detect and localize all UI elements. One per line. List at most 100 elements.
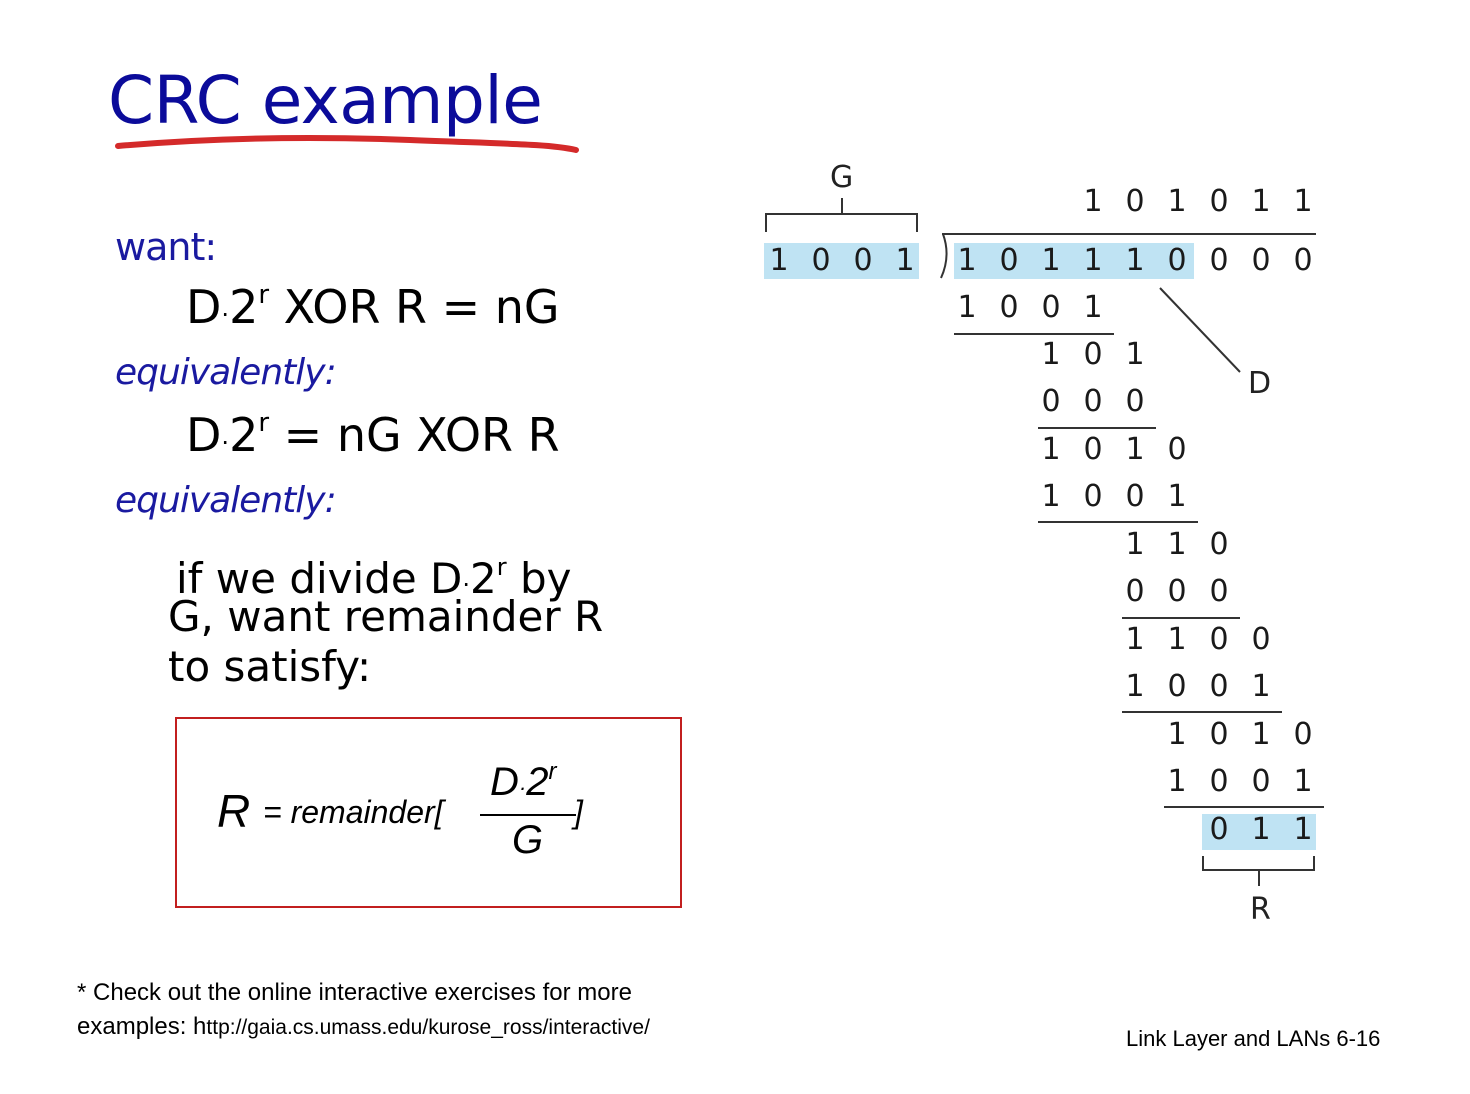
partial-digit: 0 [1209, 812, 1229, 847]
partial-digit: 1 [1167, 479, 1187, 514]
partial-digit: 1 [957, 290, 977, 325]
quotient-line [942, 233, 1316, 235]
equivalently-label-1: equivalently: [115, 352, 337, 393]
quotient-digit: 1 [1167, 184, 1187, 219]
G-bracket [765, 198, 918, 232]
equation-2: D·2r = nG XOR R [186, 408, 560, 462]
partial-digit: 0 [1083, 432, 1103, 467]
formula-R: R [217, 785, 251, 837]
partial-digit: 0 [1293, 717, 1313, 752]
partial-digit: 1 [1167, 717, 1187, 752]
quotient-digit: 0 [1209, 184, 1229, 219]
quotient-digit: 1 [1083, 184, 1103, 219]
dividend-digit: 0 [1209, 243, 1229, 278]
partial-digit: 0 [1251, 622, 1271, 657]
divisor-digit: 1 [895, 243, 915, 278]
partial-digit: 0 [1083, 384, 1103, 419]
partial-digit: 1 [1125, 432, 1145, 467]
fraction-bar [480, 814, 576, 816]
partial-digit: 0 [1209, 574, 1229, 609]
divisor-highlight [764, 243, 919, 279]
dividend-digit: 0 [1293, 243, 1313, 278]
title-underline [115, 135, 579, 153]
subtraction-line [1122, 617, 1240, 619]
D-pointer [1159, 287, 1241, 373]
dividend-digit: 1 [957, 243, 977, 278]
partial-digit: 1 [1125, 527, 1145, 562]
partial-digit: 1 [1167, 764, 1187, 799]
partial-digit: 0 [1125, 574, 1145, 609]
dividend-digit: 1 [1083, 243, 1103, 278]
partial-digit: 0 [1209, 622, 1229, 657]
partial-digit: 0 [1125, 479, 1145, 514]
page-title: CRC example [108, 62, 543, 139]
partial-digit: 1 [1041, 479, 1061, 514]
dividend-digit: 1 [1041, 243, 1061, 278]
partial-digit: 1 [1251, 717, 1271, 752]
partial-digit: 0 [999, 290, 1019, 325]
formula-denominator: G [512, 818, 544, 862]
remainder-highlight [1202, 814, 1316, 850]
formula-box [175, 717, 682, 908]
dividend-digit: 0 [999, 243, 1019, 278]
partial-digit: 0 [1209, 717, 1229, 752]
dividend-digit: 0 [1251, 243, 1271, 278]
want-label: want: [115, 225, 217, 269]
R-bracket [1202, 856, 1315, 886]
dividend-digit: 0 [1167, 243, 1187, 278]
subtraction-line [1122, 711, 1282, 713]
formula-numerator: D·2r [490, 758, 557, 804]
partial-digit: 0 [1167, 432, 1187, 467]
paragraph-line-1: if we divide D·2r by [176, 553, 572, 603]
subtraction-line [1038, 521, 1198, 523]
partial-digit: 1 [1125, 337, 1145, 372]
partial-digit: 0 [1041, 384, 1061, 419]
subtraction-line [954, 333, 1114, 335]
G-label: G [830, 160, 854, 195]
slide-footer: Link Layer and LANs 6-16 [1126, 1026, 1381, 1051]
footnote-line-1: * Check out the online interactive exerc… [77, 979, 632, 1006]
partial-digit: 1 [1125, 622, 1145, 657]
partial-digit: 1 [1041, 337, 1061, 372]
data-highlight [954, 243, 1194, 279]
quotient-digit: 1 [1251, 184, 1271, 219]
partial-digit: 0 [1251, 764, 1271, 799]
partial-digit: 1 [1251, 812, 1271, 847]
division-bracket [940, 233, 948, 279]
dividend-digit: 1 [1125, 243, 1145, 278]
formula-close-bracket: ] [574, 794, 583, 830]
divisor-digit: 0 [853, 243, 873, 278]
quotient-digit: 0 [1125, 184, 1145, 219]
partial-digit: 1 [1083, 290, 1103, 325]
partial-digit: 0 [1125, 384, 1145, 419]
footnote-line-2: examples: http://gaia.cs.umass.edu/kuros… [77, 1013, 650, 1040]
formula-remainder: = remainder[ [263, 794, 444, 830]
partial-digit: 0 [1209, 527, 1229, 562]
partial-digit: 1 [1251, 669, 1271, 704]
footnote-link[interactable]: ttp://gaia.cs.umass.edu/kurose_ross/inte… [206, 1016, 650, 1039]
partial-digit: 0 [1167, 574, 1187, 609]
partial-digit: 0 [1209, 764, 1229, 799]
divisor-digit: 0 [811, 243, 831, 278]
equivalently-label-2: equivalently: [115, 480, 337, 521]
partial-digit: 0 [1083, 479, 1103, 514]
partial-digit: 1 [1167, 527, 1187, 562]
partial-digit: 1 [1125, 669, 1145, 704]
R-label: R [1250, 892, 1271, 927]
partial-digit: 1 [1167, 622, 1187, 657]
partial-digit: 1 [1293, 812, 1313, 847]
subtraction-line [1038, 427, 1156, 429]
paragraph-line-3: to satisfy: [168, 642, 372, 691]
equation-1: D·2r XOR R = nG [186, 280, 560, 334]
divisor-digit: 1 [769, 243, 789, 278]
partial-digit: 0 [1083, 337, 1103, 372]
partial-digit: 0 [1041, 290, 1061, 325]
partial-digit: 1 [1041, 432, 1061, 467]
D-label: D [1248, 366, 1272, 401]
quotient-digit: 1 [1293, 184, 1313, 219]
partial-digit: 0 [1167, 669, 1187, 704]
partial-digit: 1 [1293, 764, 1313, 799]
partial-digit: 0 [1209, 669, 1229, 704]
subtraction-line [1164, 806, 1324, 808]
